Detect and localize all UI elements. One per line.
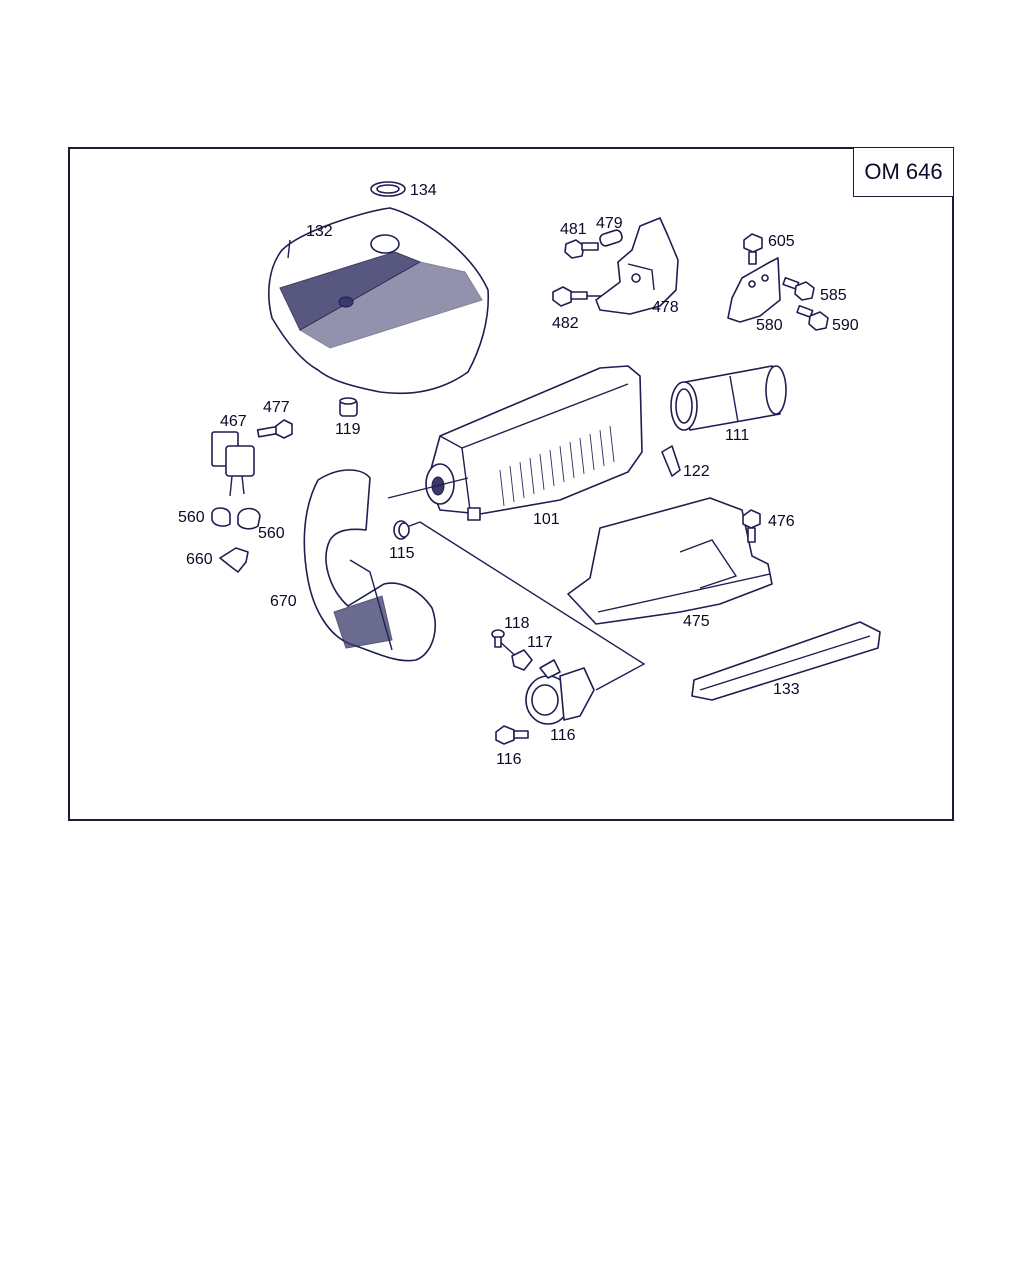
part-476-bolt <box>742 509 761 543</box>
label-482: 482 <box>552 315 579 332</box>
diagram-frame <box>68 147 954 821</box>
part-133-seal-ring <box>370 181 406 197</box>
label-115: 115 <box>389 545 415 562</box>
label-476: 476 <box>768 513 795 530</box>
part-580-bracket <box>727 257 781 323</box>
label-133: 134 <box>410 182 437 199</box>
label-585: 585 <box>820 287 847 304</box>
label-116: 116 <box>496 751 522 768</box>
model-label: OM 646 <box>853 147 954 197</box>
label-135: 133 <box>773 681 800 698</box>
part-670-intake-duct <box>303 469 436 662</box>
label-479: 479 <box>596 215 623 232</box>
label-122: 122 <box>683 463 710 480</box>
part-605-bolt <box>743 233 763 265</box>
part-122-clip <box>661 445 681 477</box>
part-478-bracket <box>595 217 679 315</box>
part-477-bolt <box>256 419 293 439</box>
part-590-bolt <box>796 304 829 331</box>
part-115-grommet <box>393 520 410 540</box>
part-475-guide-panel <box>567 497 773 625</box>
label-132: 132 <box>306 223 333 240</box>
label-117: 116 <box>550 727 576 744</box>
part-479-sleeve <box>599 229 623 247</box>
part-134-grommet <box>339 397 358 417</box>
label-475: 475 <box>683 613 710 630</box>
part-560-clamp-left <box>211 507 231 527</box>
part-560-clamp-right <box>237 507 261 530</box>
part-135-trim-strip <box>691 621 881 701</box>
part-481-bolt <box>564 239 599 259</box>
part-101-air-filter-housing <box>425 365 643 521</box>
label-478: 478 <box>652 299 679 316</box>
label-590: 590 <box>832 317 859 334</box>
part-585-bolt <box>782 276 815 301</box>
label-481: 481 <box>560 221 587 238</box>
label-118: 117 <box>527 634 553 651</box>
part-111-air-filter-element <box>670 365 787 431</box>
label-605: 605 <box>768 233 795 250</box>
part-116-bolt <box>495 725 529 745</box>
part-467-pressure-sensor <box>211 431 255 497</box>
part-660-clip <box>219 547 249 573</box>
label-477: 477 <box>263 399 290 416</box>
part-118-connector <box>511 649 533 671</box>
part-132-engine-cover <box>268 207 490 395</box>
part-117-actuator <box>525 659 595 725</box>
label-134: 119 <box>335 421 361 438</box>
label-580: 580 <box>756 317 783 334</box>
label-560-right: 560 <box>258 525 285 542</box>
label-660: 660 <box>186 551 213 568</box>
label-111: 111 <box>725 427 749 444</box>
label-101: 101 <box>533 511 560 528</box>
part-119-screw <box>491 629 505 648</box>
label-467: 467 <box>220 413 247 430</box>
label-119: 118 <box>504 615 530 632</box>
label-560-left: 560 <box>178 509 205 526</box>
label-670: 670 <box>270 593 297 610</box>
